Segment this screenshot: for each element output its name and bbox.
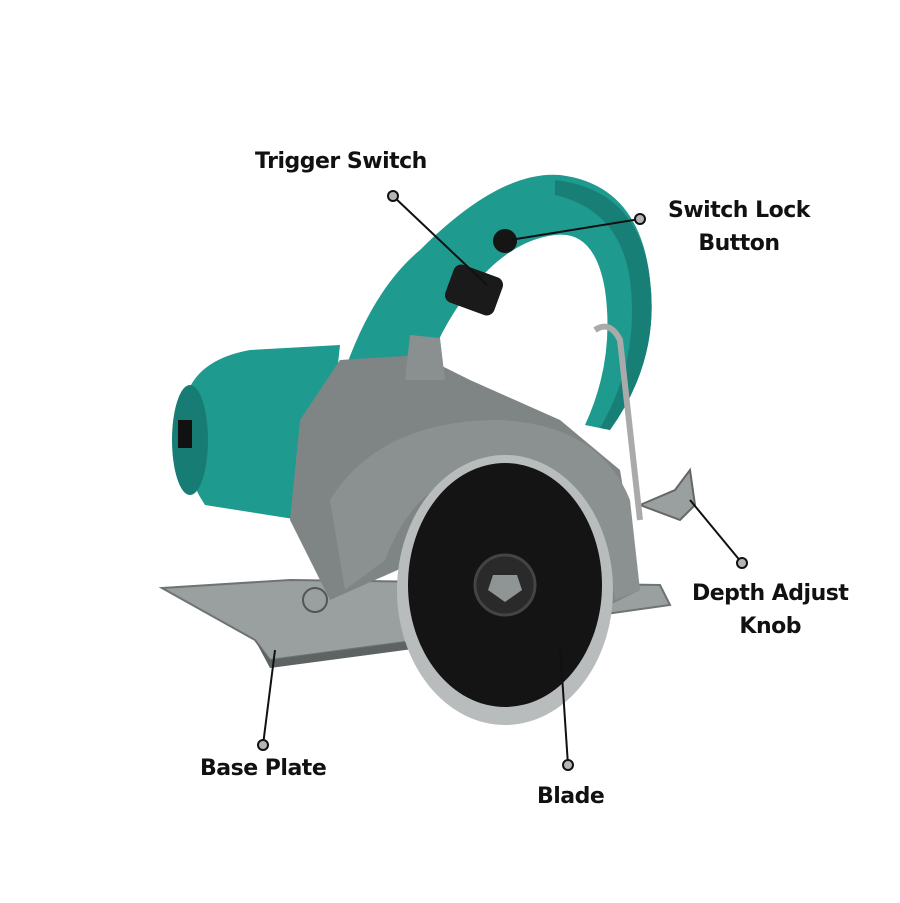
label-line: Button (698, 231, 780, 256)
label-line: Depth Adjust (692, 581, 849, 606)
label-line: Knob (739, 614, 801, 639)
trigger-switch (444, 264, 504, 316)
depth-adjust-knob (637, 467, 697, 522)
label-line: Switch Lock (668, 198, 810, 223)
label-blade: Blade (537, 784, 605, 809)
label-trigger-switch: Trigger Switch (255, 149, 427, 174)
label-base-plate: Base Plate (200, 756, 327, 781)
switch-lock-button (493, 229, 517, 253)
label-switch-lock-button: Switch Lock Button (668, 194, 810, 260)
blade-guard (330, 420, 640, 600)
leader-dots (257, 190, 748, 771)
label-depth-adjust-knob: Depth Adjust Knob (692, 577, 849, 643)
leader-lines (262, 195, 743, 766)
